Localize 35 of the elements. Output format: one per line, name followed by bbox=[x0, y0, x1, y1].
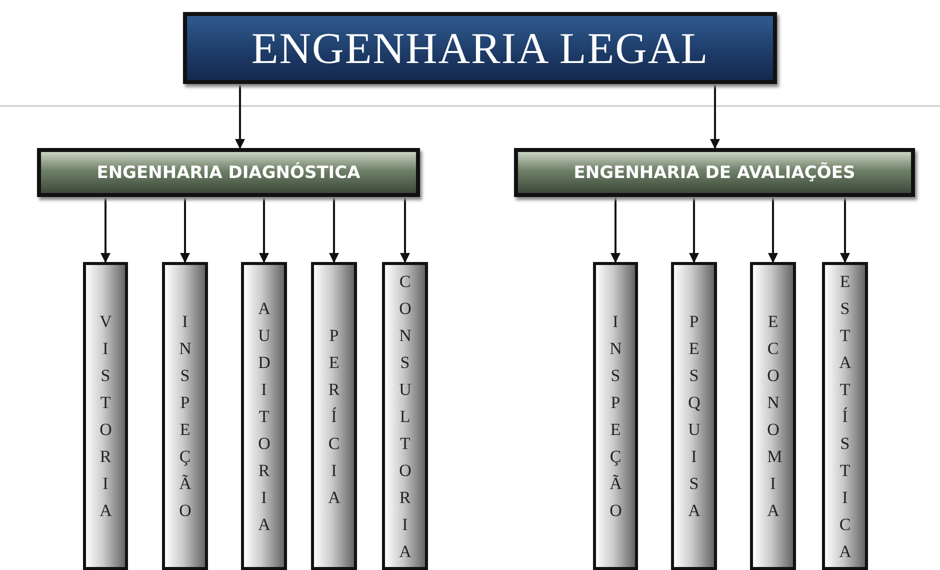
arrow bbox=[610, 197, 620, 263]
vertical-bar bbox=[822, 262, 868, 570]
category-title: ENGENHARIA DE AVALIAÇÕES bbox=[574, 162, 856, 182]
vertical-label: VISTORIA bbox=[98, 311, 128, 522]
arrow bbox=[180, 197, 190, 263]
vertical-bar bbox=[311, 262, 357, 570]
category-box bbox=[514, 148, 915, 197]
category-title: ENGENHARIA DIAGNÓSTICA bbox=[96, 162, 360, 182]
vertical-bar bbox=[83, 262, 128, 570]
vertical-bar bbox=[241, 262, 287, 570]
vertical-label: CONSULTORIA bbox=[398, 270, 428, 562]
vertical-label: INSPEÇÃO bbox=[178, 311, 208, 522]
vertical-label: PERÍCIA bbox=[327, 324, 357, 508]
arrow bbox=[329, 197, 339, 263]
arrow bbox=[100, 197, 110, 263]
vertical-bar bbox=[162, 262, 208, 570]
arrow bbox=[259, 197, 269, 263]
arrow bbox=[710, 84, 720, 149]
arrow bbox=[840, 197, 850, 263]
title-text: ENGENHARIA LEGAL bbox=[251, 22, 709, 74]
vertical-label: INSPEÇÃO bbox=[608, 311, 638, 522]
arrow bbox=[768, 197, 778, 263]
category-box bbox=[37, 148, 420, 197]
arrow bbox=[689, 197, 699, 263]
vertical-bar bbox=[593, 262, 638, 570]
vertical-label: PESQUISA bbox=[687, 311, 717, 522]
title-box bbox=[183, 12, 777, 84]
arrow bbox=[235, 84, 245, 149]
vertical-label: ESTATÍSTICA bbox=[838, 270, 868, 562]
arrow bbox=[400, 197, 410, 263]
vertical-label: AUDITORIA bbox=[257, 298, 287, 536]
vertical-bar bbox=[382, 262, 428, 570]
vertical-label: ECONOMIA bbox=[766, 311, 796, 522]
vertical-bar bbox=[671, 262, 717, 570]
vertical-bar bbox=[750, 262, 796, 570]
